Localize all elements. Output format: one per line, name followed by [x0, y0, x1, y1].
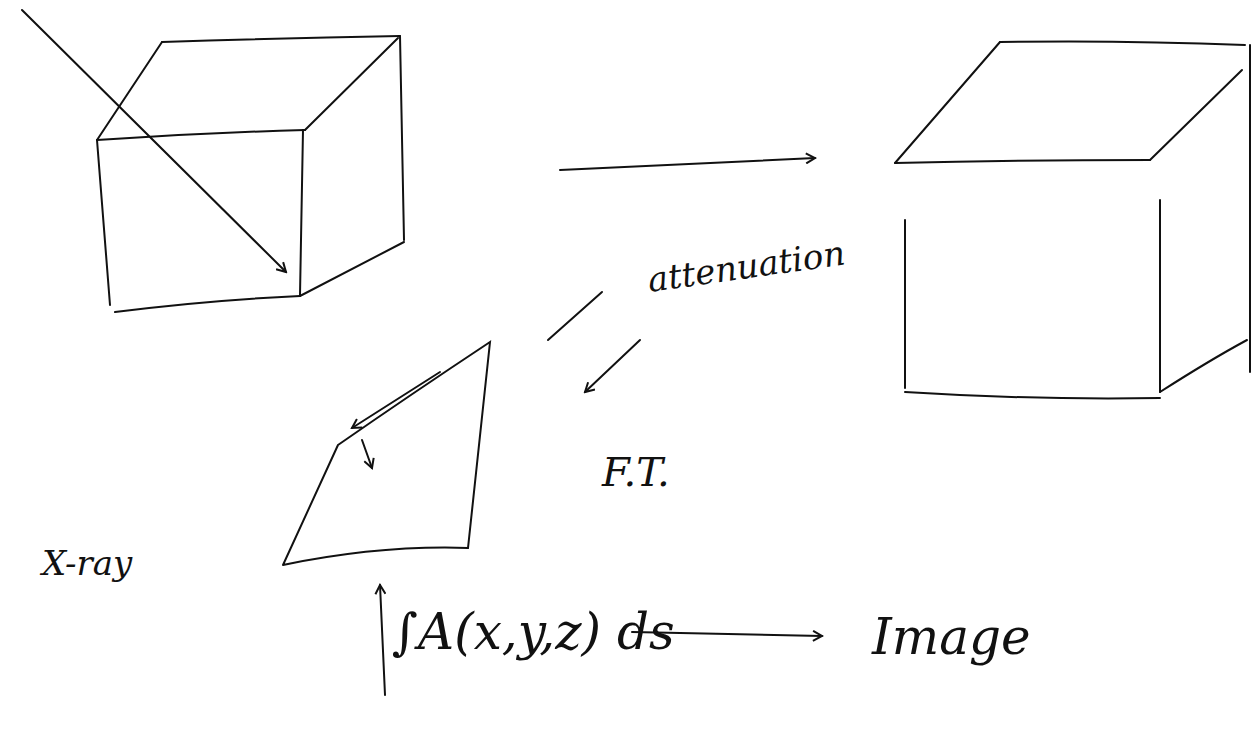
plane-arrow: [352, 372, 440, 428]
object-cube: [97, 36, 404, 312]
ray-hit-arrow: [362, 440, 372, 468]
integral-formula: ∫A(x,y,z) ds: [392, 605, 675, 660]
attenuation-label: attenuation: [645, 235, 847, 300]
ft-arrow: [560, 158, 815, 170]
x-ray-beam: [22, 10, 286, 272]
image-label: Image: [872, 610, 1031, 665]
transform-label: F.T.: [602, 450, 670, 494]
detector-plane: [283, 342, 490, 565]
fourier-cube: [895, 41, 1250, 398]
beam-label: X-ray: [42, 545, 132, 582]
integral-to-plane-arrow: [380, 585, 385, 695]
pointer-stroke: [548, 292, 602, 340]
attenuation-leader: [585, 340, 640, 392]
